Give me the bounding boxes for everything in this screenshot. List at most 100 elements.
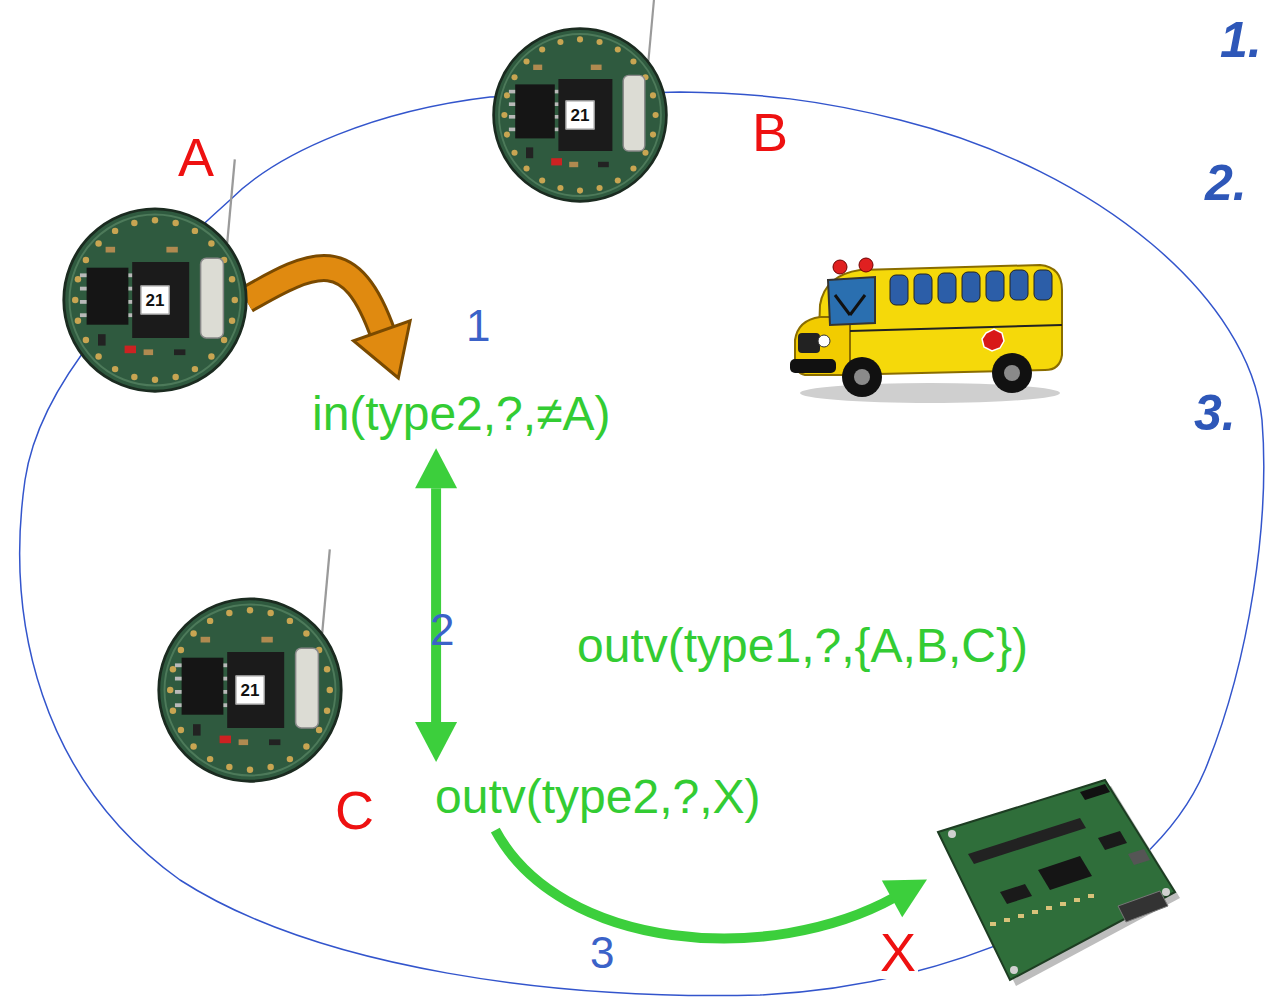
edge-pad	[287, 756, 293, 762]
edge-pad	[577, 36, 583, 42]
arrow-head	[415, 448, 457, 488]
edge-pad	[192, 366, 198, 372]
chip-label: 21	[141, 286, 170, 315]
edge-pad	[327, 687, 333, 693]
edge-pad	[597, 39, 603, 45]
edge-pad	[630, 165, 636, 171]
school-bus-illustration	[790, 258, 1062, 403]
edge-pad	[597, 185, 603, 191]
node-name: X	[878, 925, 918, 979]
edge-pad	[207, 618, 213, 624]
edge-pad	[229, 317, 235, 323]
edge-pad	[221, 337, 227, 343]
edge-pad	[226, 610, 232, 616]
chip-label: 21	[566, 101, 595, 130]
connector-outline	[246, 268, 383, 336]
arrow-head	[415, 722, 457, 762]
edge-pad	[539, 46, 545, 52]
connector-arrow	[415, 448, 457, 762]
edge-pad	[287, 618, 293, 624]
callout-number: 1	[466, 304, 490, 348]
operation-node: outv(type2,?,X)	[427, 765, 769, 828]
mount-hole	[948, 830, 956, 838]
chip-pin	[175, 703, 182, 707]
header-strip	[1080, 784, 1110, 800]
crystal	[623, 75, 645, 151]
edge-pad	[615, 46, 621, 52]
edge-pad	[190, 630, 196, 636]
smd-part	[533, 65, 542, 70]
chip-pin	[509, 90, 515, 94]
board-part	[1004, 918, 1010, 922]
edge-pad	[178, 727, 184, 733]
main-chip	[132, 262, 189, 338]
antenna-wire	[648, 0, 655, 61]
soic-chip	[182, 658, 224, 715]
processor-chip	[1038, 856, 1092, 890]
edge-pad	[303, 630, 309, 636]
smd-part	[269, 739, 280, 745]
chip-pin	[80, 273, 87, 277]
callout-number: 2	[430, 608, 454, 652]
edge-pad	[208, 240, 214, 246]
board-part	[1074, 898, 1080, 902]
sensor-pcb	[494, 29, 667, 202]
arrow-head	[354, 321, 411, 378]
edge-pad	[504, 132, 510, 138]
board-part	[1046, 906, 1052, 910]
edge-pad	[83, 337, 89, 343]
edge-pad	[650, 132, 656, 138]
edge-pad	[539, 177, 545, 183]
edge-pad	[152, 217, 158, 223]
edge-pad	[95, 353, 101, 359]
crystal	[201, 258, 224, 338]
edge-pad	[207, 756, 213, 762]
memory-slot	[968, 818, 1086, 864]
edge-pad	[226, 764, 232, 770]
edge-pad	[72, 297, 78, 303]
edge-pad	[630, 58, 636, 64]
ic-chip	[1000, 884, 1032, 904]
edge-pad	[131, 220, 137, 226]
edge-pad	[557, 39, 563, 45]
smd-part	[144, 349, 154, 355]
edge-pad	[167, 687, 173, 693]
edge-pad	[112, 366, 118, 372]
main-chip	[558, 79, 612, 151]
edge-pad	[653, 112, 659, 118]
edge-pad	[95, 240, 101, 246]
operation-node: in(type2,?,≠A)	[304, 382, 618, 445]
edge-pad	[178, 647, 184, 653]
edge-pad	[192, 228, 198, 234]
main-chip	[227, 652, 284, 728]
crystal	[296, 648, 319, 728]
board-part	[1018, 914, 1024, 918]
board-part	[990, 922, 996, 926]
board-part	[1060, 902, 1066, 906]
step-number: 2.	[1205, 158, 1247, 208]
edge-pad	[324, 707, 330, 713]
edge-pad	[170, 707, 176, 713]
smd-part	[98, 334, 106, 345]
chip-label: 21	[236, 676, 265, 705]
edge-pad	[172, 220, 178, 226]
operation-text: in(type2,?,≠A)	[312, 386, 610, 441]
smd-part	[239, 739, 249, 745]
board-pcb	[938, 780, 1175, 980]
smd-part	[261, 637, 272, 643]
processor-board-illustration	[930, 772, 1180, 987]
connector-arrow	[495, 830, 927, 938]
chip-pin	[175, 677, 182, 681]
edge-pad	[523, 165, 529, 171]
step-number: 1.	[1220, 15, 1262, 65]
edge-pad	[324, 666, 330, 672]
edge-pad	[229, 276, 235, 282]
smd-part	[569, 162, 578, 167]
antenna-wire	[322, 549, 330, 633]
edge-pad	[112, 228, 118, 234]
node-name: B	[750, 105, 790, 159]
ic-chip	[1098, 831, 1127, 850]
edge-pad	[650, 92, 656, 98]
connector-shaft	[495, 830, 895, 938]
node-name: C	[333, 783, 376, 837]
